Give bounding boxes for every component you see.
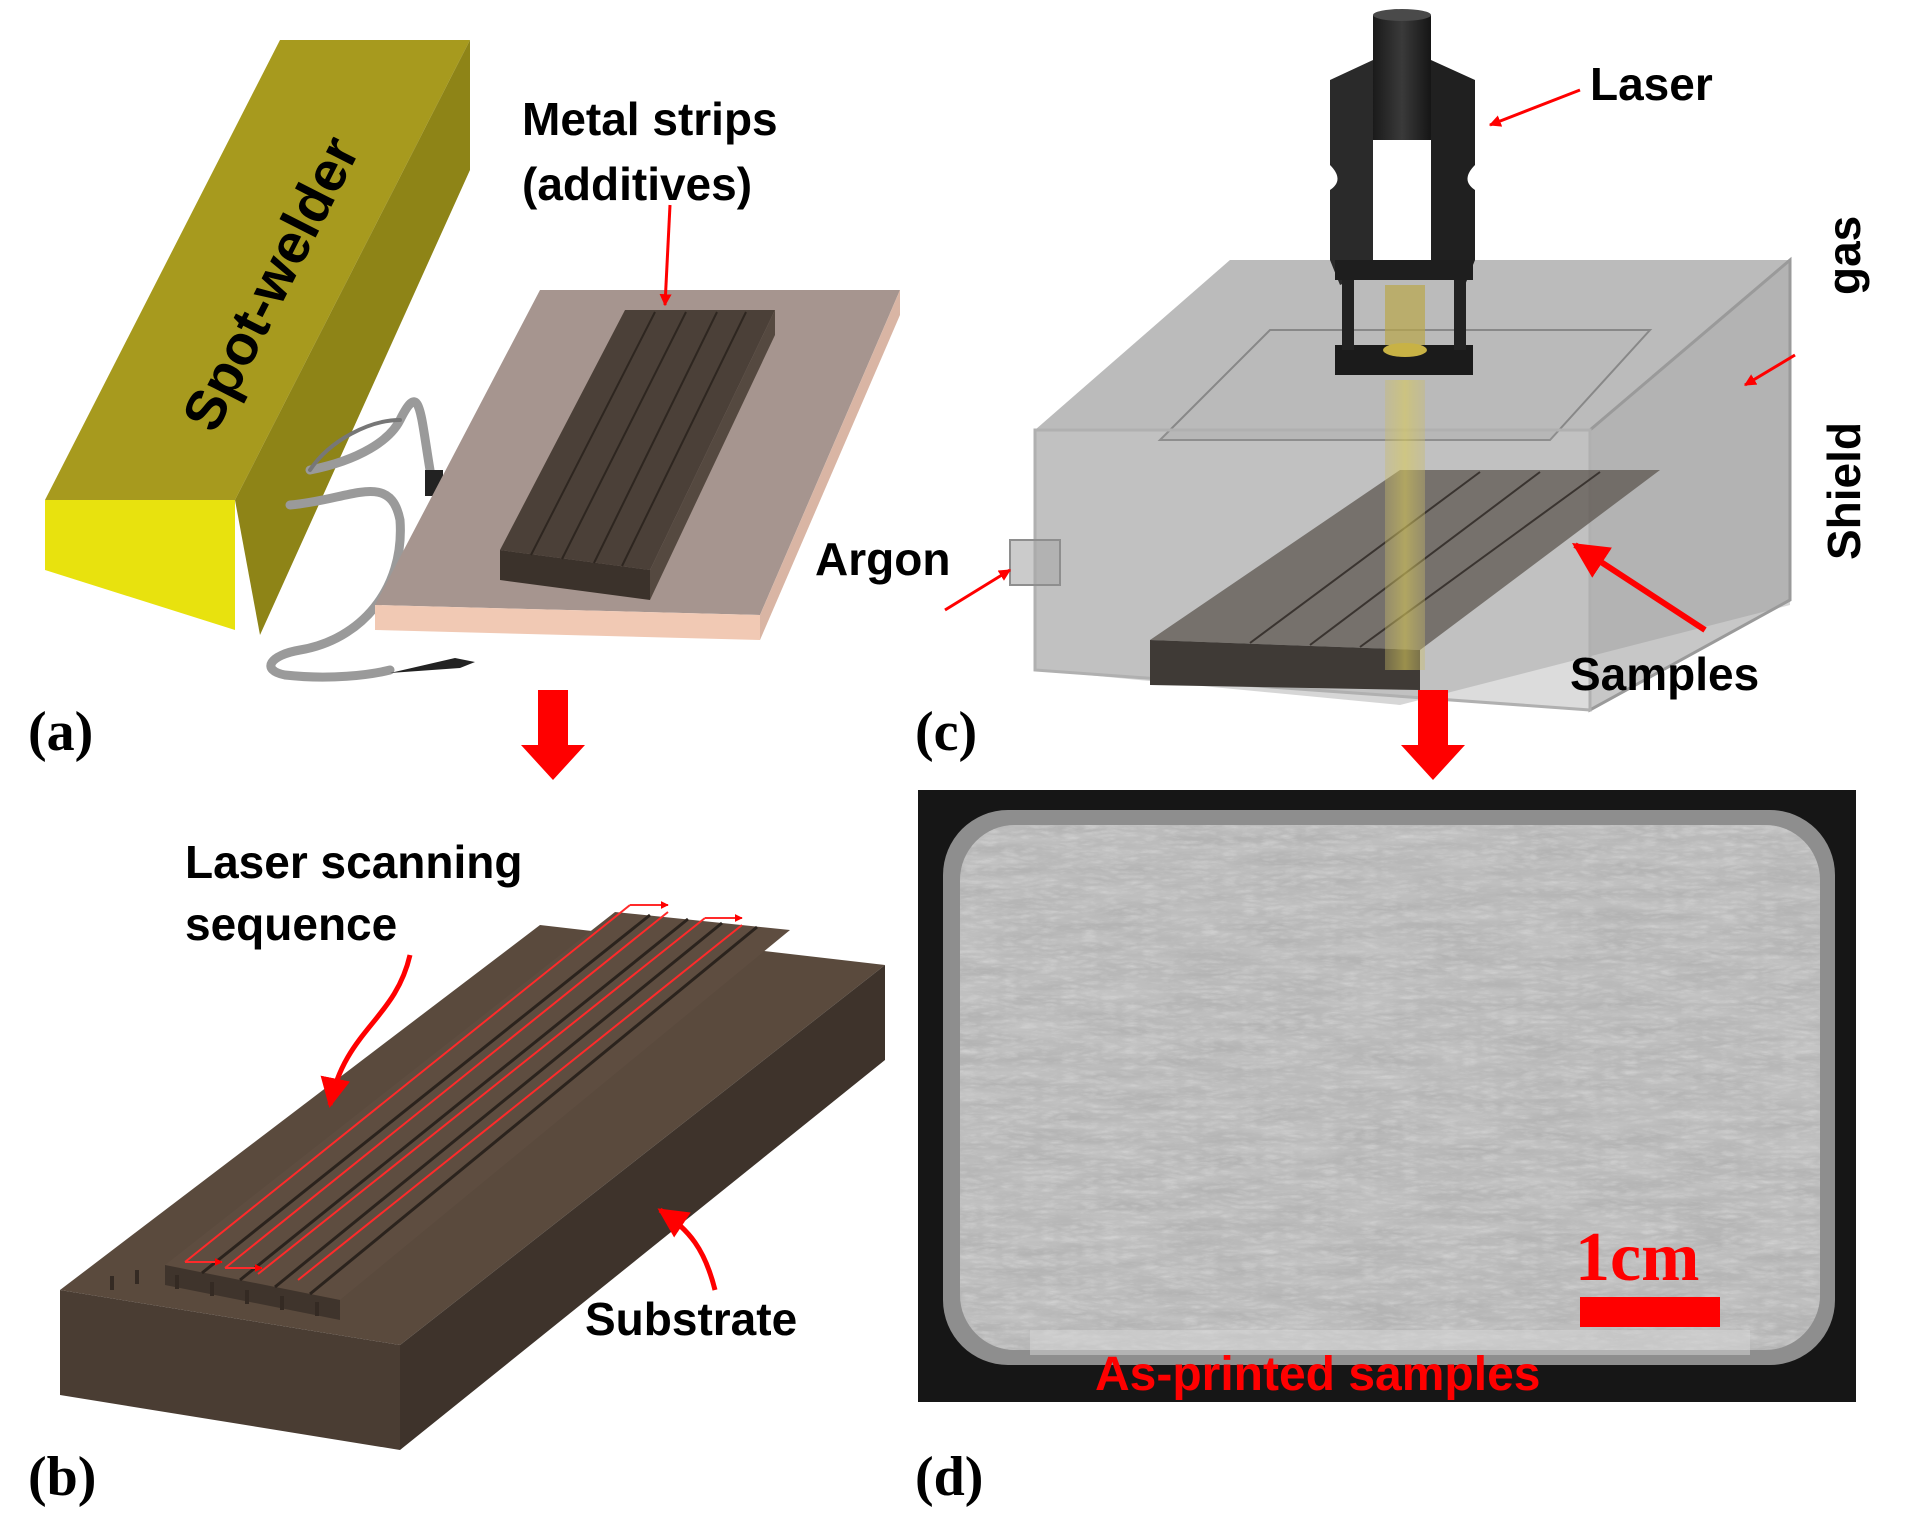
shield-gas-word1: Shield bbox=[1818, 422, 1870, 560]
metal-strips-block bbox=[500, 310, 775, 600]
strips-pointer-arrow bbox=[659, 204, 672, 307]
scale-bar bbox=[1580, 1297, 1720, 1327]
substrate-label: Substrate bbox=[585, 1293, 797, 1345]
arrow-c-to-d bbox=[1401, 690, 1465, 780]
argon-inlet bbox=[1009, 539, 1061, 586]
gas-pointer-arrow bbox=[1743, 353, 1796, 387]
laser-beam bbox=[1385, 380, 1425, 670]
sample-bottom-edge bbox=[1030, 1330, 1750, 1355]
strips-label-line1: Metal strips bbox=[522, 93, 778, 145]
laser-head bbox=[1330, 9, 1475, 375]
sample-texture-fine bbox=[960, 825, 1820, 1350]
laser-pointer-arrow bbox=[1488, 88, 1581, 127]
strips-label-line2: (additives) bbox=[522, 158, 752, 210]
arrow-a-to-b bbox=[521, 690, 585, 780]
panel-c-label: (c) bbox=[915, 701, 977, 763]
substrate-pointer-arrow bbox=[657, 1207, 718, 1291]
welder-cables bbox=[266, 397, 435, 682]
shield-gas-word2: gas bbox=[1818, 216, 1870, 295]
scan-pointer-arrow bbox=[320, 954, 413, 1108]
argon-pointer-arrow bbox=[944, 568, 1012, 612]
scale-bar-label: 1cm bbox=[1575, 1219, 1699, 1296]
panel-a: Spot-welder Metal bbox=[28, 40, 900, 780]
panel-b: Laser scanning sequence Substrate (b) bbox=[28, 836, 885, 1508]
panel-d: 1cm As-printed samples (d) bbox=[915, 790, 1856, 1508]
welder-probe bbox=[390, 658, 475, 673]
panel-d-label: (d) bbox=[915, 1446, 983, 1508]
spot-welder-box: Spot-welder bbox=[45, 40, 470, 635]
printed-tracks bbox=[110, 912, 790, 1320]
laser-label: Laser bbox=[1590, 58, 1713, 110]
panel-a-label: (a) bbox=[28, 701, 93, 763]
scan-label-line2: sequence bbox=[185, 898, 397, 950]
argon-label: Argon bbox=[815, 533, 950, 585]
as-printed-caption: As-printed samples bbox=[1095, 1348, 1540, 1401]
scan-path bbox=[184, 901, 743, 1281]
samples-label: Samples bbox=[1570, 648, 1759, 700]
samples-pointer-arrow bbox=[1571, 542, 1707, 633]
scan-label-line1: Laser scanning bbox=[185, 836, 522, 888]
panel-c: Laser gas Shield Argon Samples (c) bbox=[815, 9, 1870, 780]
panel-b-label: (b) bbox=[28, 1446, 96, 1508]
